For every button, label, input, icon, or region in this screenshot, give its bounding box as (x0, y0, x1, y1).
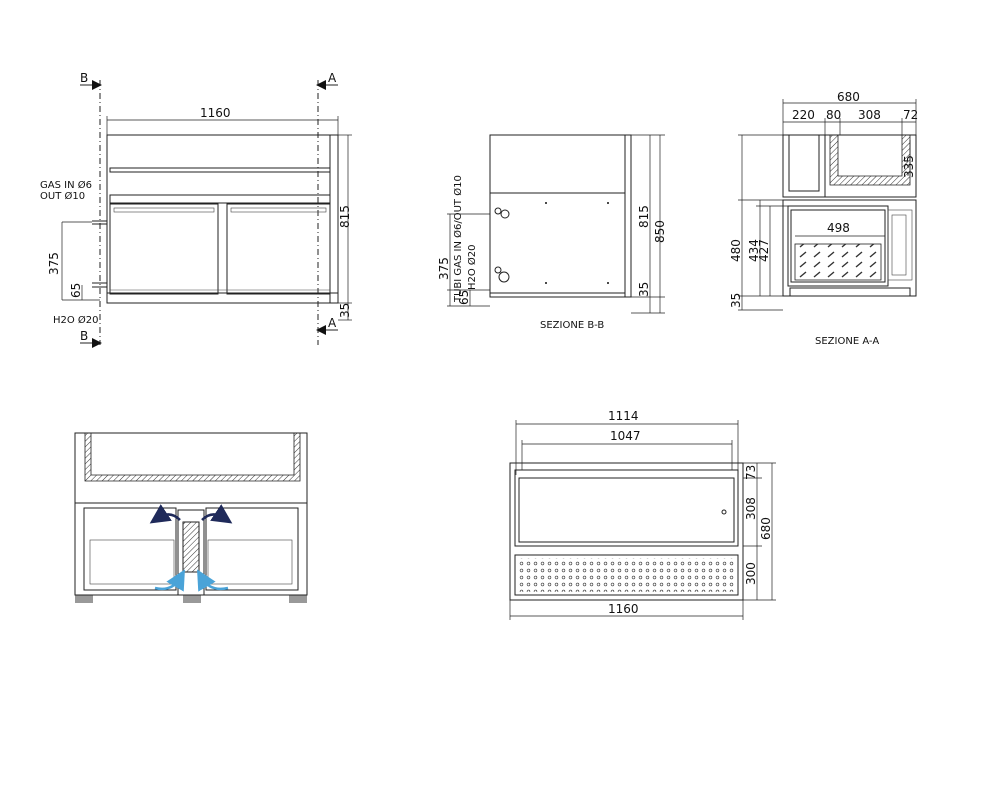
front-view: B B A A 1160 (40, 71, 352, 348)
bb-pipes-label: TUBI GAS IN Ø6/OUT Ø10 (452, 175, 464, 303)
aa-depth-total-label: 680 (837, 90, 860, 104)
top-w1160-label: 1160 (608, 602, 639, 616)
bb-h2o-label: H2O Ø20 (466, 244, 478, 290)
h2o-label: H2O Ø20 (53, 314, 99, 326)
top-d680-label: 680 (759, 517, 773, 540)
top-d308-label: 308 (744, 497, 758, 520)
aa-h434-label: 434 (747, 239, 761, 262)
top-d300-label: 300 (744, 562, 758, 585)
section-aa-title: SEZIONE A-A (815, 336, 879, 347)
top-view: 1114 1047 1160 73 308 300 680 (509, 409, 776, 620)
aa-h427-label: 427 (757, 239, 771, 262)
front-height-label: 815 (338, 205, 352, 228)
aa-inner-width-label: 498 (827, 221, 850, 235)
airflow-out-right-arrow (201, 504, 233, 524)
section-bb-title: SEZIONE B-B (540, 320, 604, 331)
section-bb-view: 815 850 35 375 65 TUBI GAS IN Ø6/OUT Ø10… (437, 134, 667, 331)
h2o-height-label: 65 (69, 283, 83, 298)
gas-out-label: OUT Ø10 (40, 190, 85, 202)
gas-in-label: GAS IN Ø6 (40, 179, 92, 191)
front-base-label: 35 (338, 303, 352, 318)
airflow-view (74, 432, 308, 603)
airflow-out-left-arrow (149, 504, 181, 524)
bb-height-total-label: 850 (653, 220, 667, 243)
section-aa-view: 680 220 80 308 72 335 498 480 434 42 (729, 90, 918, 347)
front-width-label: 1160 (200, 106, 231, 120)
bb-height-inner-label: 815 (637, 205, 651, 228)
bb-h2o-height-label: 65 (457, 290, 471, 305)
aa-d2-label: 80 (826, 108, 841, 122)
section-marker-b-top: B (80, 71, 102, 90)
section-a-label-bottom: A (328, 316, 337, 330)
section-marker-b-bottom: B (80, 329, 102, 348)
aa-h335-label: 335 (902, 155, 916, 178)
aa-d3-label: 308 (858, 108, 881, 122)
bb-pipe-height-label: 375 (437, 257, 451, 280)
section-a-label: A (328, 71, 337, 85)
aa-base-label: 35 (729, 293, 743, 308)
section-marker-a-bottom: A (316, 316, 338, 335)
top-d73-label: 73 (744, 465, 758, 480)
aa-d1-label: 220 (792, 108, 815, 122)
aa-h480-label: 480 (729, 239, 743, 262)
airflow-in-left-arrow (154, 569, 185, 592)
airflow-in-right-arrow (197, 569, 229, 592)
aa-d4-label: 72 (903, 108, 918, 122)
section-marker-a-top: A (316, 71, 338, 90)
bb-base-label: 35 (637, 282, 651, 297)
pipe-height-label: 375 (47, 252, 61, 275)
section-b-label: B (80, 71, 88, 85)
section-b-label-bottom: B (80, 329, 88, 343)
top-w1047-label: 1047 (610, 429, 641, 443)
top-w1114-label: 1114 (608, 409, 639, 423)
